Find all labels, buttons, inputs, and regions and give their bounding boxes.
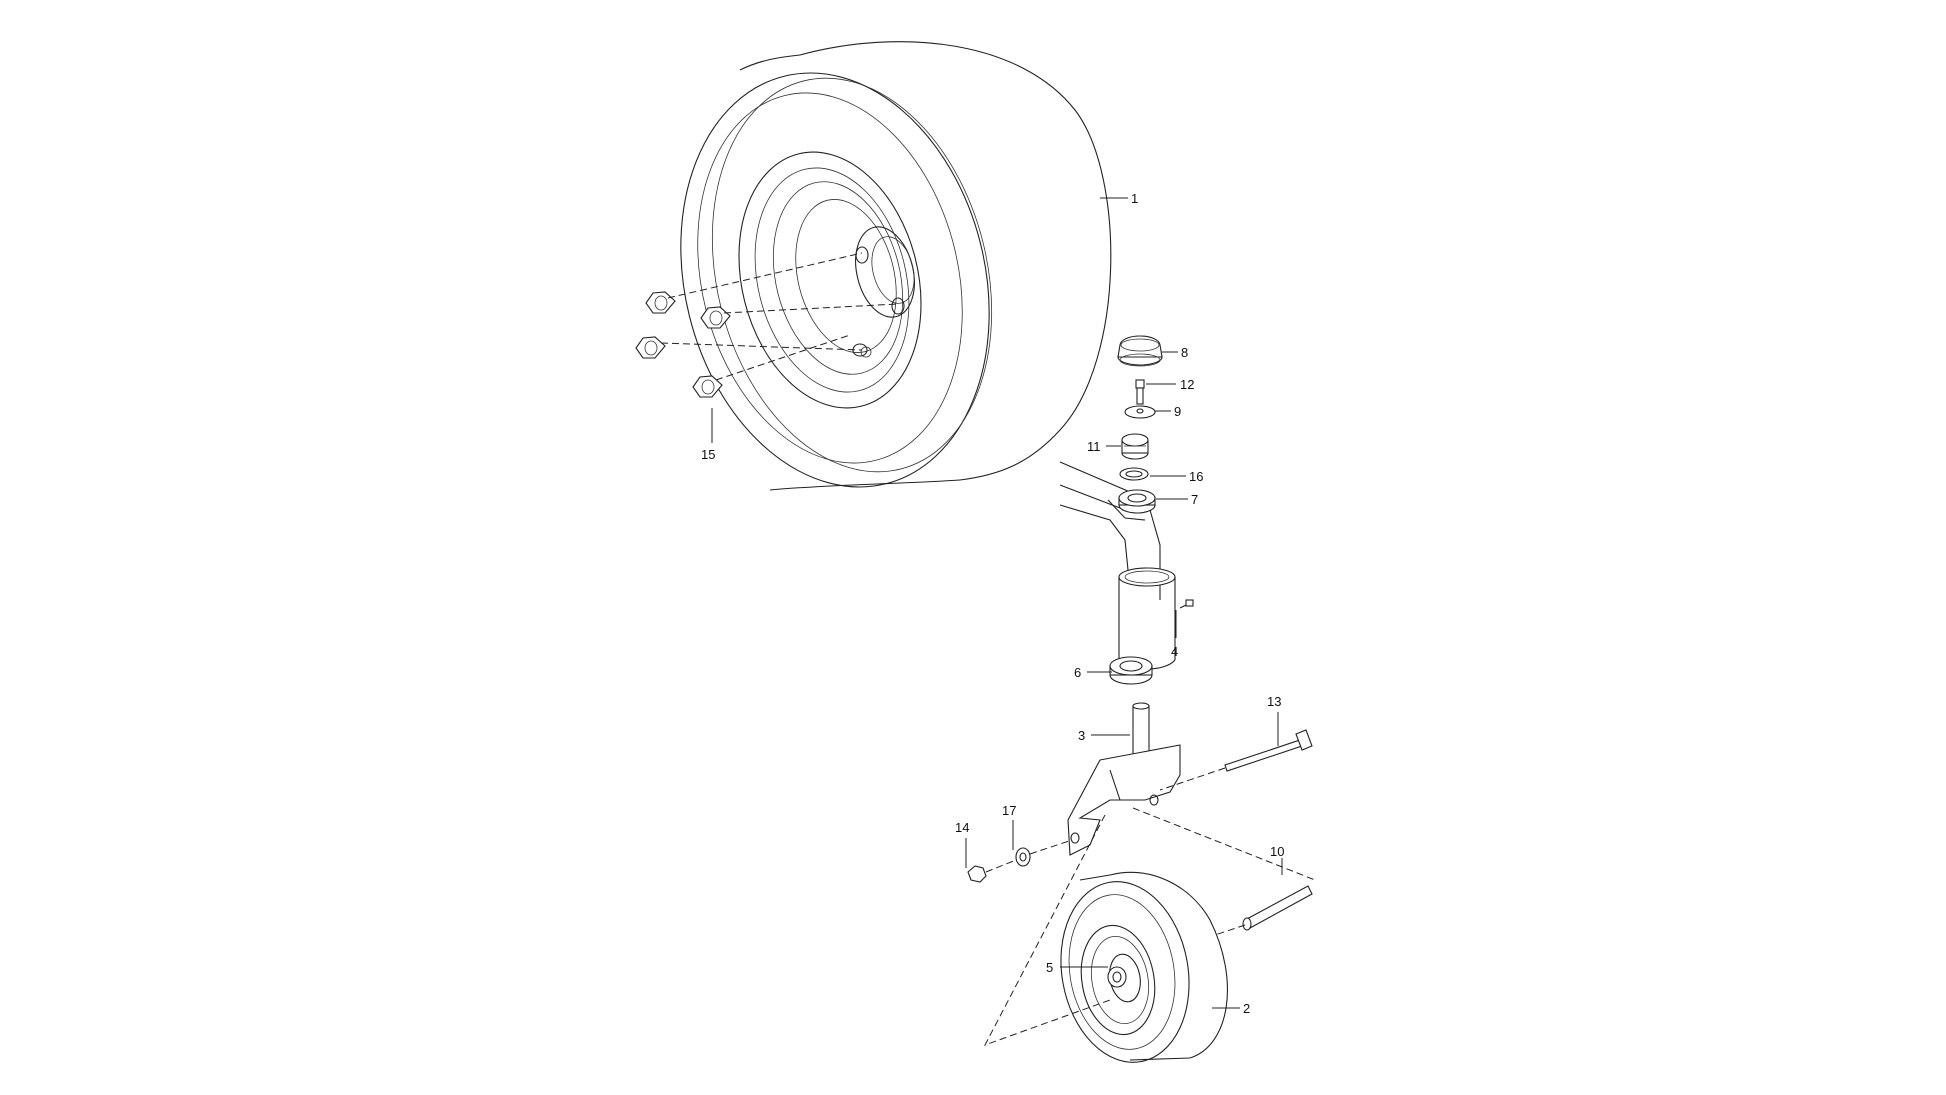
caster-fork [1067, 702, 1181, 856]
callout-10: 10 [1270, 844, 1284, 859]
caster-arm-frame [1059, 461, 1176, 670]
callout-6: 6 [1074, 665, 1081, 680]
bearing-6 [1109, 656, 1153, 685]
callout-4: 4 [1171, 644, 1178, 659]
axle-washer [1015, 847, 1031, 867]
wheel-spacer-tube [1242, 885, 1313, 931]
lug-nut [692, 375, 723, 398]
lug-nut [700, 306, 731, 329]
wheel-bushing [1107, 966, 1127, 988]
callout-8: 8 [1181, 345, 1188, 360]
bearing-7 [1118, 489, 1156, 514]
callout-12: 12 [1180, 377, 1194, 392]
callout-17: 17 [1002, 803, 1016, 818]
callout-5: 5 [1046, 960, 1053, 975]
callout-3: 3 [1078, 728, 1085, 743]
callout-13: 13 [1267, 694, 1281, 709]
callout-2: 2 [1243, 1001, 1250, 1016]
washer-9 [1124, 405, 1156, 419]
caster-wheel [1060, 871, 1228, 1063]
cap-bolt [1135, 379, 1145, 405]
leader-lines [711, 197, 1283, 1009]
jam-nut-11 [1121, 433, 1149, 460]
callout-14: 14 [955, 820, 969, 835]
callout-15: 15 [701, 447, 715, 462]
callout-9: 9 [1174, 404, 1181, 419]
axle-bolt [1224, 729, 1313, 772]
lug-nut [645, 291, 676, 314]
lug-nut [635, 336, 666, 359]
lug-nut-group [635, 291, 731, 398]
dust-cap [1117, 335, 1163, 367]
drive-wheel-tire [680, 41, 1112, 491]
grease-fitting [1179, 599, 1194, 609]
callout-11: 11 [1087, 439, 1101, 454]
callout-labels: 1 2 3 4 5 6 7 8 9 10 11 12 13 14 15 16 1… [701, 191, 1284, 1016]
washer-16 [1119, 467, 1149, 481]
callout-1: 1 [1131, 191, 1138, 206]
axle-nut [967, 865, 987, 883]
callout-7: 7 [1191, 492, 1198, 507]
callout-16: 16 [1189, 469, 1203, 484]
